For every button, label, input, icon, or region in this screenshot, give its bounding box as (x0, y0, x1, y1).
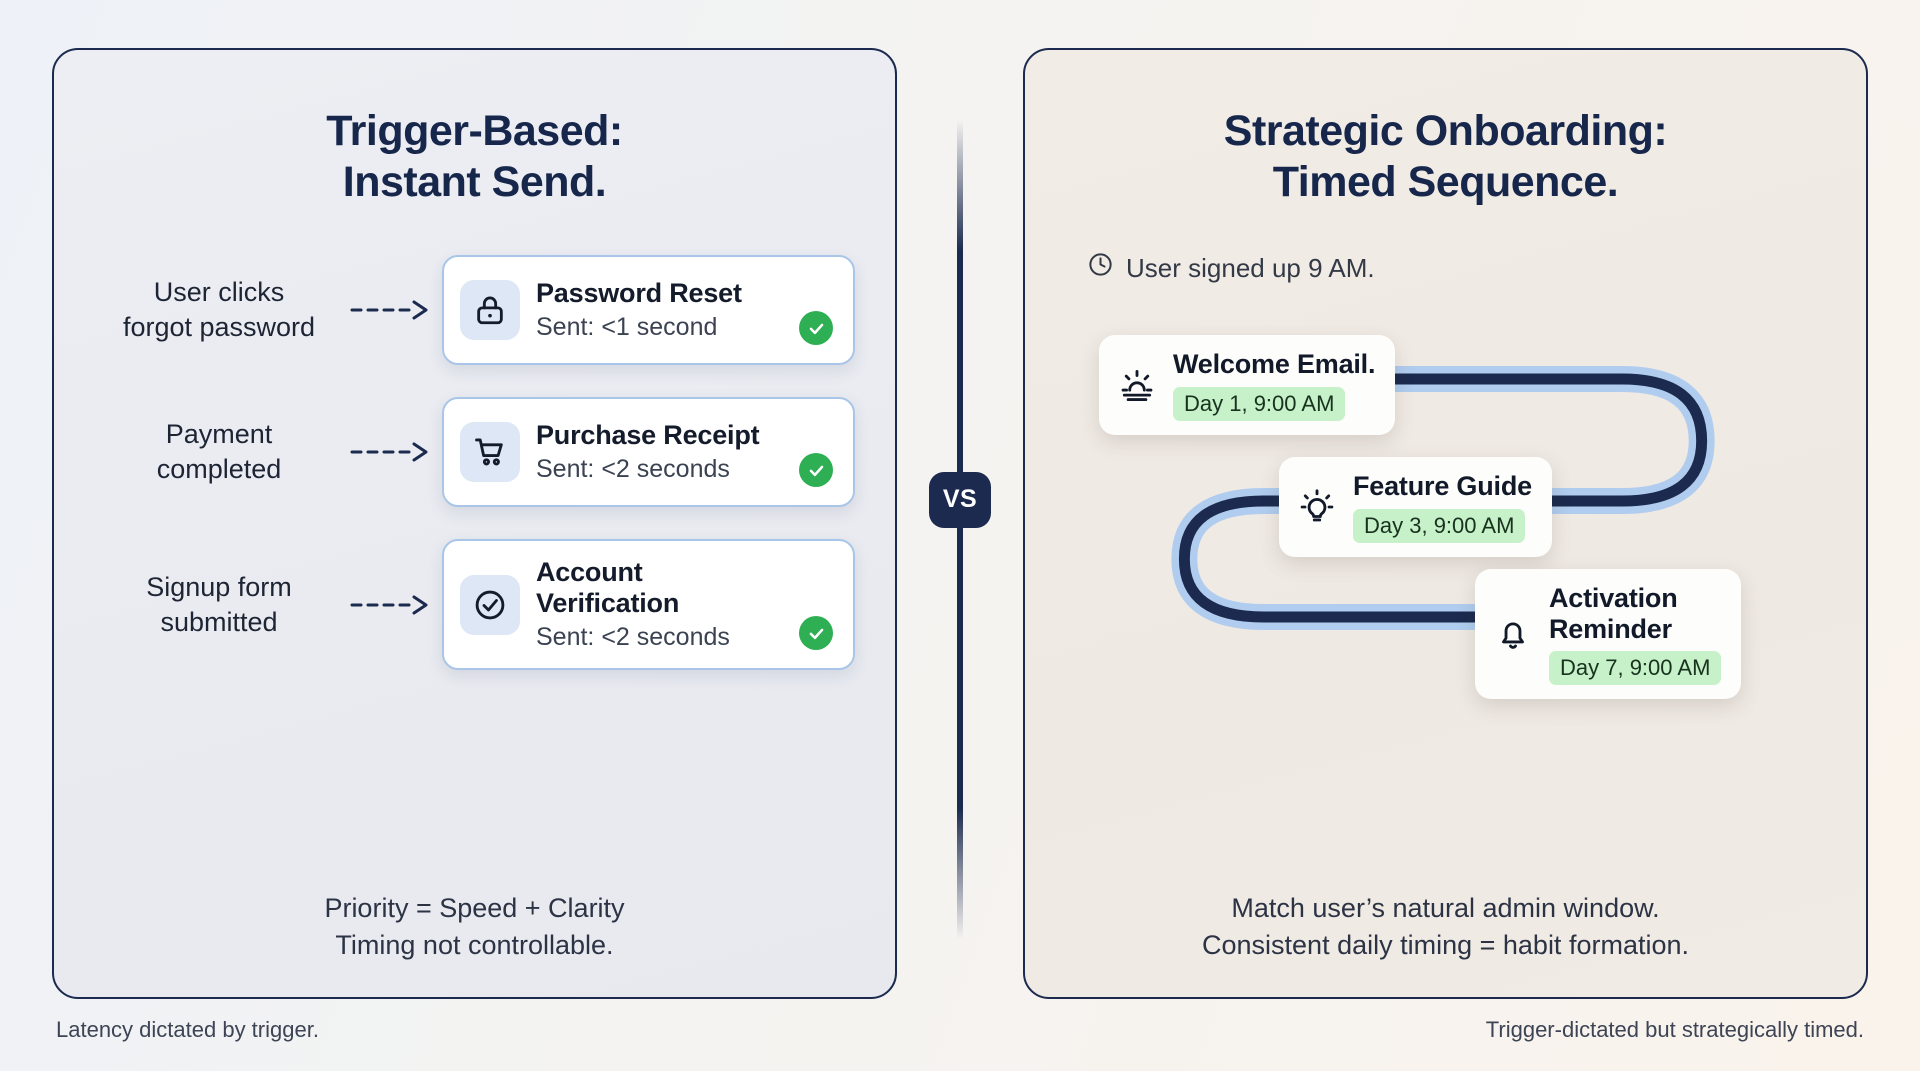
check-circle-icon (799, 453, 833, 488)
step-title: Welcome Email. (1173, 349, 1376, 380)
left-caption: Latency dictated by trigger. (56, 1017, 319, 1042)
vs-divider-line (957, 120, 963, 939)
sunrise-icon (1115, 363, 1159, 407)
timeline: Welcome Email. Day 1, 9:00 AM (1065, 301, 1826, 701)
clock-icon (1087, 251, 1114, 285)
left-panel-footnote: Priority = Speed + Clarity Timing not co… (324, 893, 625, 960)
lock-icon (460, 280, 520, 341)
step-schedule-badge: Day 7, 9:00 AM (1549, 650, 1722, 685)
right-panel-footnote: Match user’s natural admin window. Consi… (1202, 893, 1689, 960)
signup-note-label: User signed up 9 AM. (1126, 252, 1375, 283)
bell-icon (1491, 612, 1535, 656)
event-text: Password Reset Sent: <1 second (536, 278, 783, 342)
trigger-label: Payment completed (156, 419, 282, 485)
right-panel-strategic-onboarding: Strategic Onboarding: Timed Sequence. Us… (1023, 48, 1868, 999)
trigger-row: Signup form submitted Ac (94, 539, 855, 671)
trigger-rows: User clicks forgot password (94, 255, 855, 671)
event-title: Account Verification (536, 557, 680, 619)
left-panel-trigger-based: Trigger-Based: Instant Send. User clicks… (52, 48, 897, 999)
lightbulb-icon (1295, 485, 1339, 529)
bottom-captions: Latency dictated by trigger. Trigger-dic… (0, 999, 1920, 1071)
trigger-label: User clicks forgot password (122, 277, 316, 343)
check-circle-icon (799, 616, 833, 651)
event-status: Sent: <2 seconds (536, 623, 730, 652)
step-title: Activation Reminder (1549, 583, 1678, 644)
timeline-step-card[interactable]: Activation Reminder Day 7, 9:00 AM (1475, 569, 1742, 699)
event-card[interactable]: Purchase Receipt Sent: <2 seconds (442, 397, 855, 508)
step-title: Feature Guide (1353, 471, 1532, 502)
shopping-cart-icon (460, 422, 520, 483)
event-title: Purchase Receipt (536, 420, 760, 451)
event-status: Sent: <1 second (536, 313, 718, 342)
step-text: Welcome Email. Day 1, 9:00 AM (1173, 349, 1376, 421)
signup-note: User signed up 9 AM. (1087, 251, 1826, 285)
comparison-panels: Trigger-Based: Instant Send. User clicks… (52, 48, 1868, 999)
event-text: Account Verification Sent: <2 seconds (536, 557, 783, 652)
timeline-step-card[interactable]: Welcome Email. Day 1, 9:00 AM (1099, 335, 1396, 435)
step-schedule-badge: Day 3, 9:00 AM (1353, 508, 1526, 543)
event-card[interactable]: Account Verification Sent: <2 seconds (442, 539, 855, 671)
step-schedule-badge: Day 1, 9:00 AM (1173, 386, 1346, 421)
trigger-label: Signup form submitted (146, 571, 292, 637)
left-panel-title: Trigger-Based: Instant Send. (326, 107, 623, 206)
check-circle-outline-icon (460, 574, 520, 635)
dashed-arrow-icon (350, 300, 428, 320)
vs-badge: VS (929, 471, 991, 528)
step-text: Activation Reminder Day 7, 9:00 AM (1549, 583, 1722, 685)
right-caption: Trigger-dictated but strategically timed… (1485, 1017, 1864, 1042)
check-circle-icon (799, 311, 833, 346)
trigger-row: Payment completed (94, 397, 855, 508)
event-card[interactable]: Password Reset Sent: <1 second (442, 255, 855, 366)
event-status: Sent: <2 seconds (536, 455, 730, 484)
dashed-arrow-icon (350, 442, 428, 462)
timeline-step-card[interactable]: Feature Guide Day 3, 9:00 AM (1279, 457, 1552, 557)
right-panel-title: Strategic Onboarding: Timed Sequence. (1223, 107, 1668, 206)
step-text: Feature Guide Day 3, 9:00 AM (1353, 471, 1532, 543)
event-text: Purchase Receipt Sent: <2 seconds (536, 420, 783, 484)
event-title: Password Reset (536, 278, 742, 309)
dashed-arrow-icon (350, 595, 428, 615)
trigger-row: User clicks forgot password (94, 255, 855, 366)
